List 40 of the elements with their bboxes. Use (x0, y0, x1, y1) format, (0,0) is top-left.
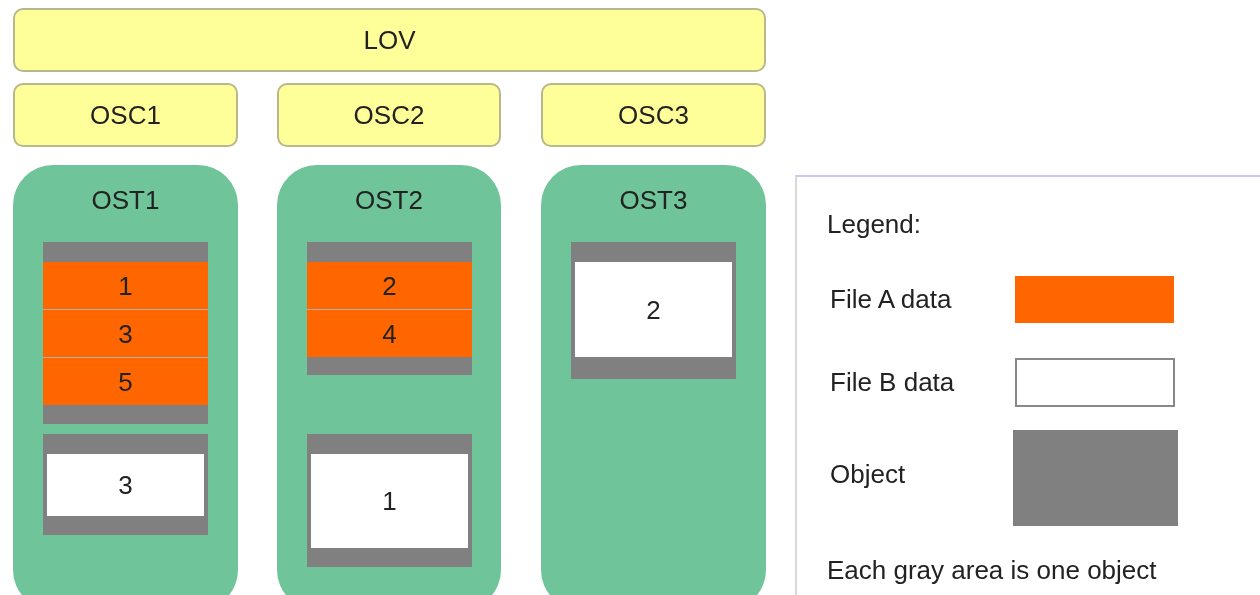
node-label: OST1 (91, 187, 160, 213)
target-panel (277, 165, 501, 595)
node-label: OST2 (355, 187, 423, 213)
legend-label: Object (830, 461, 906, 487)
node-label: OSC3 (618, 102, 689, 128)
node-label: 1 (118, 272, 133, 299)
node-label: OST3 (619, 187, 688, 213)
target-panel (541, 165, 766, 595)
data-stripe (575, 262, 732, 357)
header-box (541, 83, 766, 147)
node-label: 3 (118, 472, 133, 498)
header-box (13, 83, 238, 147)
legend-label: File A data (830, 286, 952, 312)
node-label: 5 (118, 368, 133, 395)
legend-label: File B data (830, 369, 955, 395)
data-stripe (311, 454, 468, 548)
object-block (307, 434, 472, 567)
header-box (13, 8, 766, 72)
data-stripe (43, 357, 208, 405)
data-stripe (307, 309, 472, 357)
header-box (277, 83, 501, 147)
legend-title: Legend: (827, 211, 921, 237)
node-label: 2 (382, 272, 397, 299)
node-label: 4 (382, 320, 397, 347)
node-label: 1 (382, 488, 397, 514)
data-stripe (307, 262, 472, 309)
object-block (307, 242, 472, 375)
legend-note: Each gray area is one object (827, 557, 1157, 583)
data-stripe (43, 309, 208, 357)
target-panel (13, 165, 238, 595)
object-block (571, 242, 736, 379)
data-stripe (47, 454, 204, 516)
node-label: 3 (118, 320, 133, 347)
node-label: LOV (363, 27, 416, 53)
node-label: 2 (646, 296, 661, 323)
node-label: OSC1 (90, 102, 161, 128)
object-block (43, 242, 208, 424)
node-label: OSC2 (353, 102, 425, 128)
data-stripe (43, 262, 208, 309)
object-block (43, 434, 208, 535)
